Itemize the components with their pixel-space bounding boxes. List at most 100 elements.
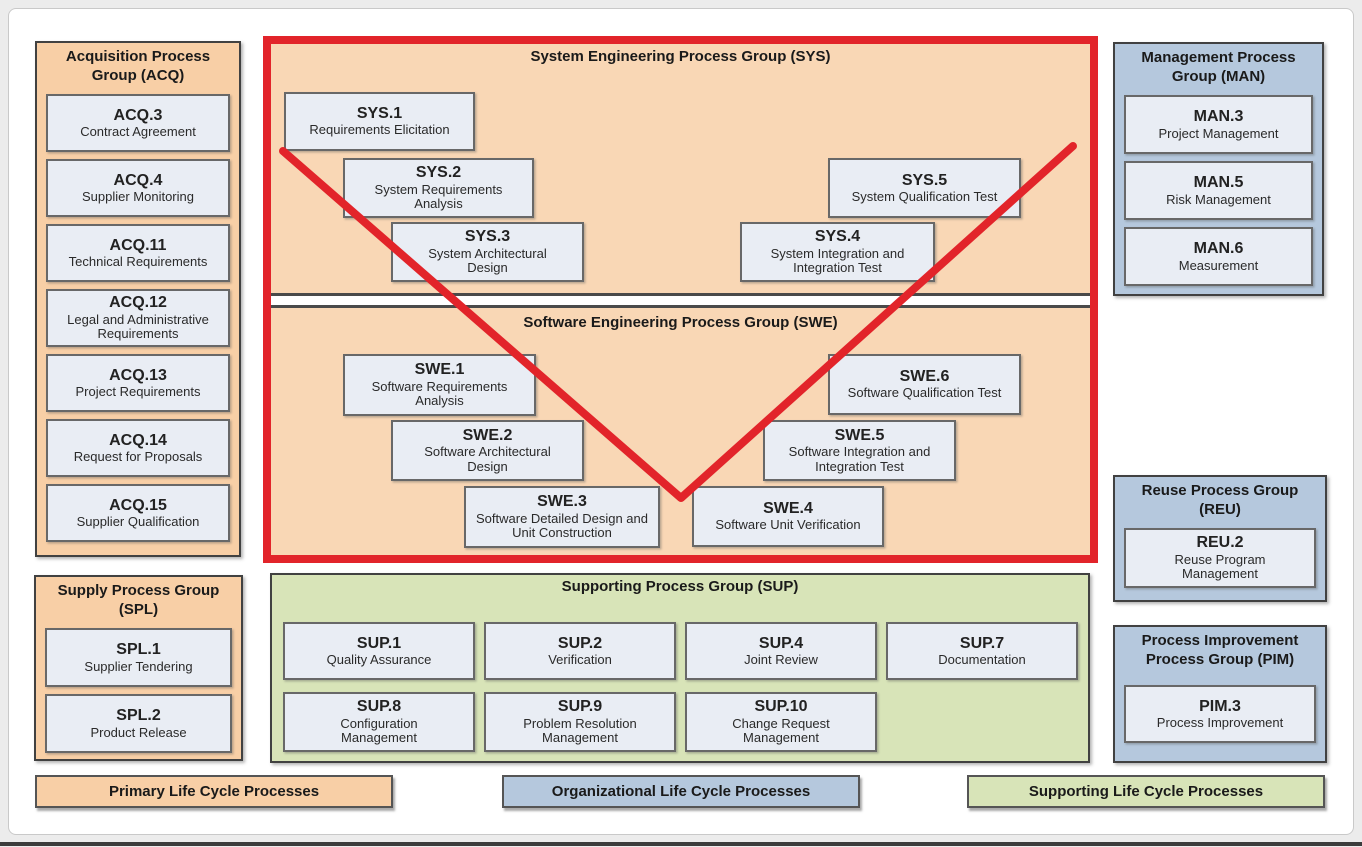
- process-name: Software Integration and Integration Tes…: [788, 444, 931, 474]
- process-box-acq11: ACQ.11 Technical Requirements: [46, 224, 230, 283]
- process-name: Quality Assurance: [326, 651, 432, 667]
- sys-swe-divider: [271, 293, 1090, 308]
- process-box-acq12: ACQ.12 Legal and Administrative Requirem…: [46, 289, 230, 348]
- process-name: Product Release: [90, 724, 187, 740]
- process-box-acq4: ACQ.4 Supplier Monitoring: [46, 159, 230, 218]
- group-man-items: MAN.3 Project Management MAN.5 Risk Mana…: [1124, 95, 1313, 287]
- group-sup-title: Supporting Process Group (SUP): [561, 578, 799, 595]
- group-man-title: Management Process Group (MAN): [1141, 49, 1296, 86]
- process-id: ACQ.15: [109, 496, 167, 514]
- group-pim-items: PIM.3 Process Improvement: [1124, 685, 1316, 744]
- process-box-pim3: PIM.3 Process Improvement: [1124, 685, 1316, 744]
- process-box-acq14: ACQ.14 Request for Proposals: [46, 419, 230, 478]
- process-name: Technical Requirements: [68, 254, 208, 270]
- process-id: SUP.2: [557, 634, 603, 652]
- legend-primary-label: Primary Life Cycle Processes: [108, 783, 320, 800]
- process-name: Software Detailed Design and Unit Constr…: [476, 510, 648, 541]
- process-name: Reuse Program Management: [1174, 551, 1266, 582]
- group-reu-title: Reuse Process Group (REU): [1141, 482, 1299, 519]
- bottom-divider: [0, 842, 1362, 846]
- process-box-man5: MAN.5 Risk Management: [1124, 161, 1313, 221]
- process-name: System Integration and Integration Test: [770, 245, 905, 276]
- process-box-reu2: REU.2 Reuse Program Management: [1124, 528, 1316, 589]
- process-name: Risk Management: [1166, 191, 1271, 207]
- process-name: Problem Resolution Management: [523, 715, 637, 746]
- group-acq-items: ACQ.3 Contract Agreement ACQ.4 Supplier …: [46, 94, 230, 543]
- process-box-sup4: SUP.4 Joint Review: [685, 622, 877, 680]
- process-name: Software Qualification Test: [847, 385, 1002, 401]
- group-swe-title: Software Engineering Process Group (SWE): [523, 314, 838, 331]
- process-id: SWE.2: [462, 426, 513, 444]
- process-name: Supplier Monitoring: [81, 189, 194, 205]
- process-name: Change Request Management: [732, 715, 830, 746]
- process-id: SUP.9: [557, 698, 603, 716]
- group-sys-title: System Engineering Process Group (SYS): [530, 48, 831, 65]
- group-spl-title: Supply Process Group (SPL): [57, 582, 220, 619]
- process-box-swe1: SWE.1 Software Requirements Analysis: [343, 354, 536, 416]
- group-acq: Acquisition Process Group (ACQ) ACQ.3 Co…: [35, 41, 241, 557]
- process-id: MAN.3: [1193, 108, 1244, 126]
- process-box-swe6: SWE.6 Software Qualification Test: [828, 354, 1021, 415]
- process-id: SPL.1: [116, 641, 161, 659]
- process-box-man6: MAN.6 Measurement: [1124, 227, 1313, 287]
- process-id: MAN.5: [1193, 174, 1244, 192]
- process-name: Software Architectural Design: [424, 444, 551, 474]
- process-id: SWE.3: [537, 493, 587, 511]
- process-name: Measurement: [1178, 257, 1259, 273]
- group-reu: Reuse Process Group (REU) REU.2 Reuse Pr…: [1113, 475, 1327, 602]
- group-pim: Process Improvement Process Group (PIM) …: [1113, 625, 1327, 763]
- process-box-spl1: SPL.1 Supplier Tendering: [45, 628, 232, 688]
- process-name: Project Management: [1158, 125, 1279, 141]
- group-acq-title: Acquisition Process Group (ACQ): [65, 48, 211, 85]
- process-id: SPL.2: [116, 707, 161, 725]
- process-id: ACQ.4: [113, 171, 163, 189]
- process-id: SWE.5: [834, 426, 885, 444]
- group-pim-title: Process Improvement Process Group (PIM): [1141, 632, 1299, 669]
- process-id: SWE.6: [899, 368, 950, 386]
- process-id: PIM.3: [1199, 697, 1241, 715]
- process-name: System Qualification Test: [851, 188, 998, 204]
- process-id: SYS.2: [415, 164, 462, 182]
- process-id: MAN.6: [1193, 240, 1244, 258]
- process-name: Contract Agreement: [80, 124, 196, 140]
- group-spl-items: SPL.1 Supplier Tendering SPL.2 Product R…: [45, 628, 232, 754]
- process-box-swe5: SWE.5 Software Integration and Integrati…: [763, 420, 956, 481]
- process-id: ACQ.13: [109, 366, 167, 384]
- process-id: SUP.8: [356, 698, 402, 716]
- process-name: Requirements Elicitation: [309, 122, 450, 138]
- process-box-acq3: ACQ.3 Contract Agreement: [46, 94, 230, 153]
- process-id: SUP.1: [356, 634, 402, 652]
- group-man: Management Process Group (MAN) MAN.3 Pro…: [1113, 42, 1324, 296]
- process-id: ACQ.12: [109, 294, 167, 312]
- process-id: SUP.7: [959, 634, 1005, 652]
- process-id: SWE.4: [763, 500, 813, 518]
- process-id: SYS.1: [356, 105, 403, 123]
- process-id: SUP.4: [758, 634, 804, 652]
- process-box-spl2: SPL.2 Product Release: [45, 694, 232, 754]
- process-id: SYS.5: [901, 171, 948, 189]
- process-box-sup8: SUP.8 Configuration Management: [283, 692, 475, 752]
- legend-primary: Primary Life Cycle Processes: [35, 775, 393, 808]
- process-box-sup1: SUP.1 Quality Assurance: [283, 622, 475, 680]
- process-box-sys2: SYS.2 System Requirements Analysis: [343, 158, 534, 218]
- process-box-sys3: SYS.3 System Architectural Design: [391, 222, 584, 282]
- process-box-sup10: SUP.10 Change Request Management: [685, 692, 877, 752]
- process-name: Joint Review: [744, 651, 818, 667]
- process-name: System Architectural Design: [428, 245, 547, 276]
- process-box-sup7: SUP.7 Documentation: [886, 622, 1078, 680]
- process-box-sup2: SUP.2 Verification: [484, 622, 676, 680]
- process-name: Configuration Management: [340, 715, 418, 746]
- legend-supporting: Supporting Life Cycle Processes: [967, 775, 1325, 808]
- process-box-sys4: SYS.4 System Integration and Integration…: [740, 222, 935, 282]
- process-id: ACQ.3: [113, 106, 163, 124]
- process-name: Documentation: [938, 651, 1026, 667]
- process-box-acq15: ACQ.15 Supplier Qualification: [46, 484, 230, 543]
- process-name: Supplier Qualification: [76, 514, 200, 530]
- process-name: Software Requirements Analysis: [371, 378, 508, 409]
- group-reu-items: REU.2 Reuse Program Management: [1124, 528, 1316, 589]
- process-box-acq13: ACQ.13 Project Requirements: [46, 354, 230, 413]
- group-spl: Supply Process Group (SPL) SPL.1 Supplie…: [34, 575, 243, 761]
- process-name: Request for Proposals: [73, 449, 203, 465]
- process-id: ACQ.14: [109, 431, 167, 449]
